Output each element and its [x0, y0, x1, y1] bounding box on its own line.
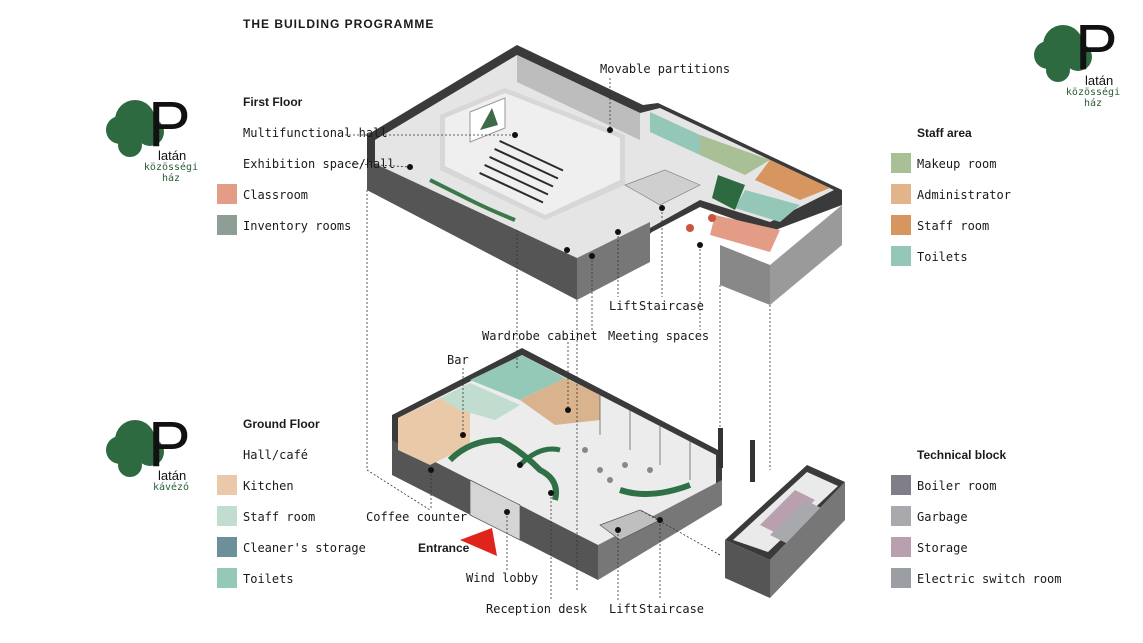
- logo-letter-p: P: [1075, 11, 1118, 83]
- tree-icon: [1034, 25, 1092, 82]
- logo-sub2: ház: [161, 173, 181, 184]
- entrance-arrow: [460, 528, 497, 556]
- technical-block-heading: Technical block: [917, 448, 1007, 462]
- legend-swatch-classroom: [217, 184, 237, 204]
- technical-block-model: [725, 465, 845, 598]
- legend-item-hall-cafe: Hall/café: [243, 448, 309, 462]
- legend-item-boiler-room: Boiler room: [917, 479, 997, 493]
- logo-letter-p: P: [148, 88, 191, 160]
- legend-item-garbage: Garbage: [917, 510, 968, 524]
- legend-item-toilets: Toilets: [243, 572, 294, 586]
- callout-movable-partitions: Movable partitions: [600, 62, 731, 76]
- logo-sub1: közösségi: [143, 162, 199, 173]
- logo-word: latán: [158, 468, 187, 483]
- legend-swatch-inventory-rooms: [217, 215, 237, 235]
- legend-swatch-staff-room: [217, 506, 237, 526]
- legend-item-storage: Storage: [917, 541, 968, 555]
- legend-item-kitchen: Kitchen: [243, 479, 294, 493]
- logo-top-right: P latán közösségi ház: [1066, 11, 1143, 109]
- ground-floor-heading: Ground Floor: [243, 417, 320, 431]
- legend-swatch-garbage: [891, 506, 911, 526]
- legend-item-staff-room: Staff room: [243, 510, 316, 524]
- first-floor-heading: First Floor: [243, 95, 303, 109]
- legend-swatch-kitchen: [217, 475, 237, 495]
- callout-staircase-first-floor: Staircase: [639, 299, 705, 313]
- logo-sub2: ház: [1083, 98, 1103, 109]
- callout-staircase-ground-floor: Staircase: [639, 602, 705, 616]
- staff-area-heading: Staff area: [917, 126, 972, 140]
- legend-swatch-staff-room: [891, 215, 911, 235]
- logo-first-floor: P latán közösségi ház: [144, 88, 218, 184]
- logo-letter-p: P: [148, 408, 191, 480]
- tree-icon: [106, 100, 164, 157]
- callout-entrance: Entrance: [418, 541, 470, 555]
- logo-sub1: kávézó: [152, 482, 190, 493]
- legend-item-multifunctional-hall: Multifunctional hall: [243, 126, 388, 140]
- legend-swatch-toilets: [217, 568, 237, 588]
- legend-swatch-makeup-room: [891, 153, 911, 173]
- callout-reception-desk: Reception desk: [486, 602, 588, 616]
- legend-item-electric-switch-room: Electric switch room: [917, 572, 1062, 586]
- tree-icon: [106, 420, 164, 477]
- legend-swatch-cleaners-storage: [217, 537, 237, 557]
- legend-swatch-boiler-room: [891, 475, 911, 495]
- legend-swatch-electric-switch-room: [891, 568, 911, 588]
- legend-item-makeup-room: Makeup room: [917, 157, 997, 171]
- legend-item-staff-room: Staff room: [917, 219, 990, 233]
- legend-item-administrator: Administrator: [917, 188, 1011, 202]
- legend-item-inventory-rooms: Inventory rooms: [243, 219, 352, 233]
- logo-ground-floor: P latán kávézó: [148, 408, 218, 493]
- callout-meeting-spaces: Meeting spaces: [608, 329, 710, 343]
- legend-swatch-storage: [891, 537, 911, 557]
- legend-swatch-administrator: [891, 184, 911, 204]
- legend-item-exhibition-space: Exhibition space/hall: [243, 157, 395, 171]
- callout-lift-first-floor: Lift: [609, 299, 638, 313]
- callout-bar: Bar: [447, 353, 469, 367]
- page-title: THE BUILDING PROGRAMME: [243, 17, 435, 31]
- legend-item-cleaners-storage: Cleaner's storage: [243, 541, 366, 555]
- legend-swatch-toilets: [891, 246, 911, 266]
- callout-wind-lobby: Wind lobby: [466, 571, 539, 585]
- callout-wardrobe-cabinet: Wardrobe cabinet: [482, 329, 598, 343]
- legend-item-toilets: Toilets: [917, 250, 968, 264]
- callout-coffee-counter: Coffee counter: [366, 510, 468, 524]
- legend-item-classroom: Classroom: [243, 188, 309, 202]
- first-floor-model: [367, 45, 842, 305]
- logo-sub1: közösségi: [1065, 87, 1121, 98]
- callout-lift-ground-floor: Lift: [609, 602, 638, 616]
- logo-word: latán: [158, 148, 187, 163]
- logo-word: latán: [1085, 73, 1114, 88]
